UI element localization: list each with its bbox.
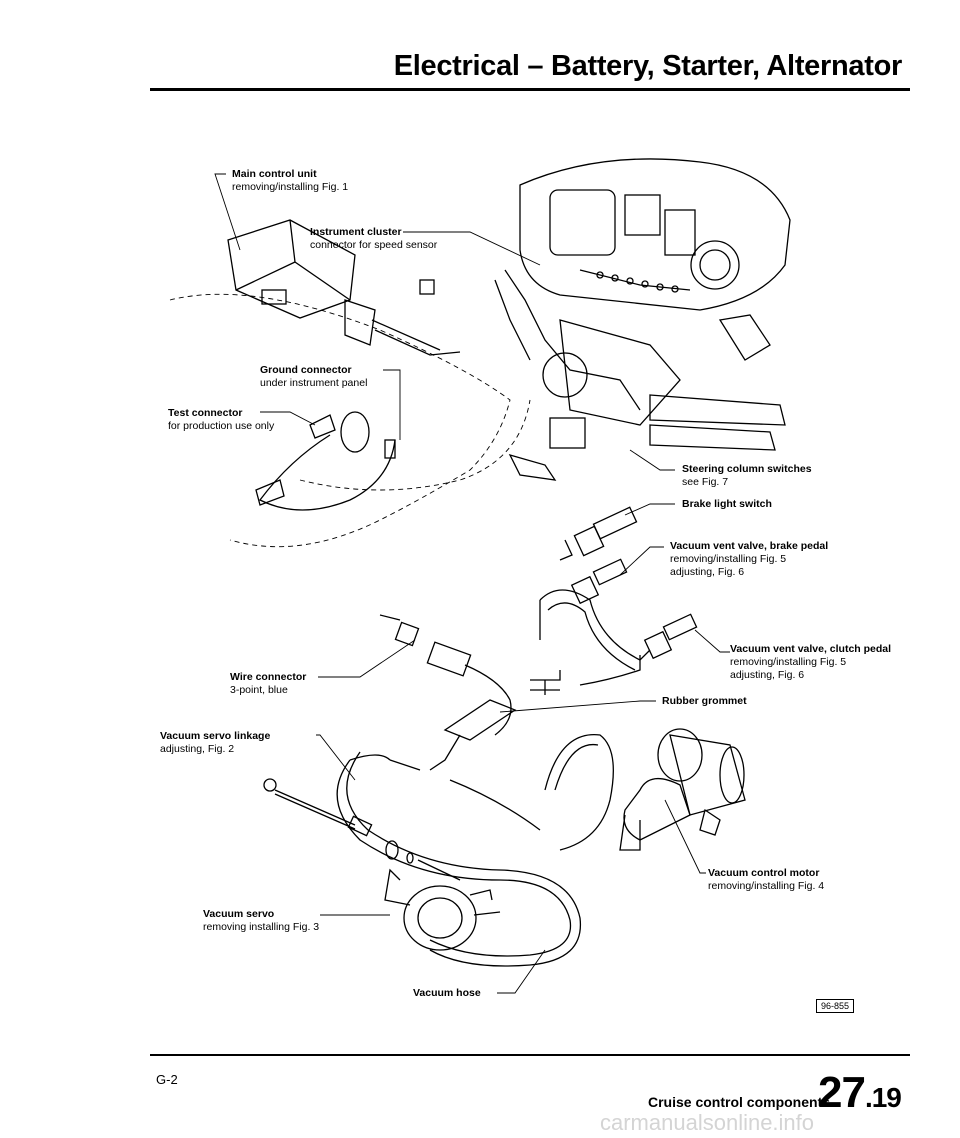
callout-steering-switches: Steering column switches see Fig. 7 <box>682 463 812 489</box>
page-number: G-2 <box>156 1072 178 1087</box>
vent-valve-clutch-ref1: removing/installing Fig. 5 <box>730 656 847 668</box>
steering-switches-ref: see Fig. 7 <box>682 476 729 488</box>
vent-valve-clutch-drawing <box>643 613 698 660</box>
brake-light-switch-drawing <box>559 506 638 561</box>
vent-valve-clutch-ref2: adjusting, Fig. 6 <box>730 669 805 681</box>
section-number-sub: .19 <box>864 1082 902 1113</box>
main-control-unit-drawing <box>227 219 461 356</box>
vent-valve-brake-drawing <box>539 558 651 671</box>
servo-linkage-ref: adjusting, Fig. 2 <box>160 743 235 755</box>
servo-linkage-label: Vacuum servo linkage <box>160 730 271 742</box>
vacuum-hose-label: Vacuum hose <box>413 987 481 999</box>
section-label: Cruise control components <box>648 1094 831 1110</box>
image-code: 96-855 <box>816 999 855 1013</box>
vent-valve-brake-label: Vacuum vent valve, brake pedal <box>670 540 829 552</box>
instrument-cluster-label: Instrument cluster <box>310 226 402 238</box>
vacuum-control-motor-drawing <box>619 728 746 851</box>
control-motor-label: Vacuum control motor <box>708 867 820 879</box>
test-connector-drawing <box>255 411 396 511</box>
callout-wire-connector: Wire connector 3-point, blue <box>230 671 306 697</box>
callout-brake-light-switch: Brake light switch <box>682 498 772 511</box>
callout-instrument-cluster: Instrument cluster connector for speed s… <box>310 226 437 252</box>
page-title: Electrical – Battery, Starter, Alternato… <box>393 50 903 82</box>
callout-vent-valve-brake: Vacuum vent valve, brake pedal removing/… <box>670 540 828 579</box>
test-connector-ref: for production use only <box>168 420 275 432</box>
leader-lines <box>214 173 730 994</box>
ground-connector-ref: under instrument panel <box>260 377 368 389</box>
ground-connector-label: Ground connector <box>260 364 352 376</box>
callout-rubber-grommet: Rubber grommet <box>662 695 747 708</box>
header-rule <box>150 88 910 91</box>
callout-ground-connector: Ground connector under instrument panel <box>260 364 367 390</box>
steering-switches-label: Steering column switches <box>682 463 812 475</box>
callout-vacuum-servo: Vacuum servo removing installing Fig. 3 <box>203 908 319 934</box>
brake-light-switch-label: Brake light switch <box>682 498 772 510</box>
watermark: carmanualsonline.info <box>600 1110 815 1135</box>
control-motor-ref: removing/installing Fig. 4 <box>708 880 825 892</box>
servo-linkage-drawing <box>263 778 461 881</box>
rubber-grommet-label: Rubber grommet <box>662 695 747 707</box>
section-number-main: 27 <box>818 1068 866 1117</box>
wire-connector-ref: 3-point, blue <box>230 684 288 696</box>
main-control-unit-ref: removing/installing Fig. 1 <box>232 181 349 193</box>
callout-main-control-unit: Main control unit removing/installing Fi… <box>232 168 348 194</box>
callout-test-connector: Test connector for production use only <box>168 407 274 433</box>
callout-vent-valve-clutch: Vacuum vent valve, clutch pedal removing… <box>730 643 891 682</box>
vent-valve-brake-ref2: adjusting, Fig. 6 <box>670 566 745 578</box>
instrument-cluster-drawing <box>519 158 791 361</box>
instrument-cluster-ref: connector for speed sensor <box>310 239 438 251</box>
vacuum-servo-ref: removing installing Fig. 3 <box>203 921 320 933</box>
main-control-unit-label: Main control unit <box>232 168 317 180</box>
vacuum-servo-drawing <box>384 868 501 951</box>
wire-connector-label: Wire connector <box>230 671 307 683</box>
footer-rule <box>150 1054 910 1056</box>
vent-valve-clutch-label: Vacuum vent valve, clutch pedal <box>730 643 892 655</box>
vacuum-servo-label: Vacuum servo <box>203 908 275 920</box>
test-connector-label: Test connector <box>168 407 243 419</box>
steering-column-drawing <box>494 269 786 481</box>
section-number: 27.19 <box>818 1068 902 1118</box>
callout-servo-linkage: Vacuum servo linkage adjusting, Fig. 2 <box>160 730 270 756</box>
vent-valve-brake-ref1: removing/installing Fig. 5 <box>670 553 787 565</box>
wire-connector-drawing <box>379 614 512 736</box>
vacuum-hose-drawing <box>336 699 614 967</box>
callout-control-motor: Vacuum control motor removing/installing… <box>708 867 824 893</box>
callout-vacuum-hose: Vacuum hose <box>413 987 481 1000</box>
